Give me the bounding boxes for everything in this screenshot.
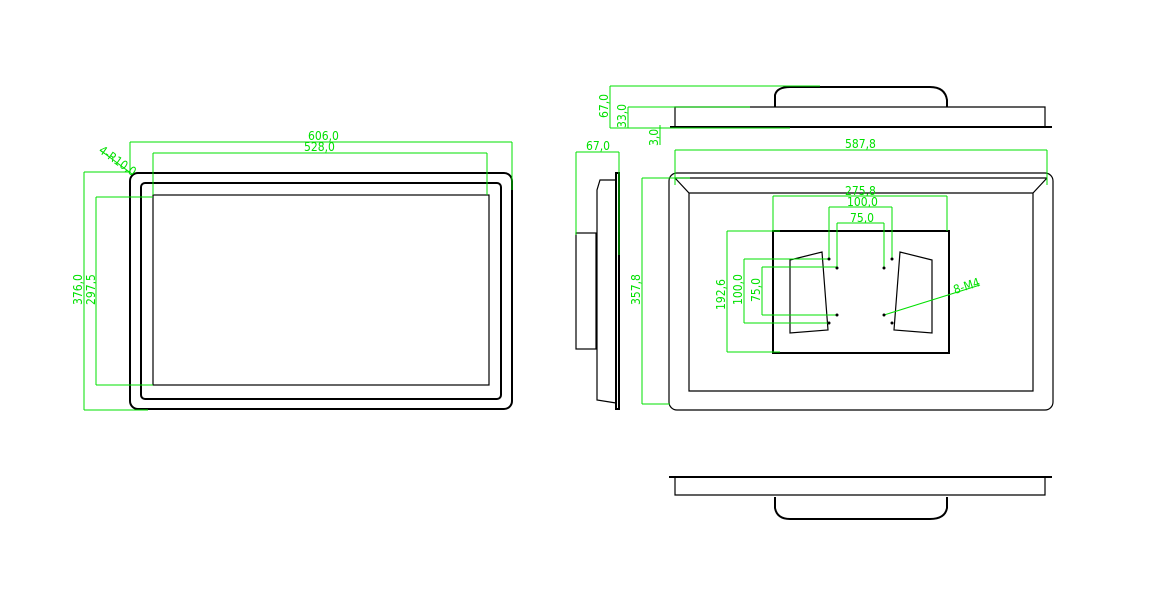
rear-height-label: 357,8 <box>629 274 643 305</box>
screws-label: 8-M4 <box>952 275 982 297</box>
side-view: 67,0 <box>575 139 620 410</box>
front-view: 606,0 528,0 4-R10,0 376,0 297,5 <box>71 129 513 411</box>
front-height-label: 376,0 <box>71 274 85 305</box>
bracket-width-label: 275,8 <box>845 184 876 198</box>
rear-width-label: 587,8 <box>845 137 876 151</box>
top-depth-bracket-label: 33,0 <box>615 104 629 128</box>
vesa-75-h-label: 75,0 <box>850 211 874 225</box>
bracket-height-label: 192,6 <box>714 279 728 310</box>
screen-width-label: 528,0 <box>304 140 335 154</box>
vesa-75-v-label: 75,0 <box>749 278 763 302</box>
screen-height-label: 297,5 <box>84 274 98 305</box>
bottom-view <box>669 476 1052 520</box>
bezel-label: 3,0 <box>647 129 661 146</box>
vesa-100-v-label: 100,0 <box>731 274 745 305</box>
corner-radius-label: 4-R10,0 <box>96 143 139 179</box>
front-width-label: 606,0 <box>308 129 339 143</box>
top-view: 67,0 33,0 3,0 <box>597 85 1052 146</box>
side-depth-label: 67,0 <box>586 139 610 153</box>
vesa-100-h-label: 100,0 <box>847 195 878 209</box>
top-depth-total-label: 67,0 <box>597 94 611 118</box>
rear-view: 587,8 357,8 275,8 100,0 75,0 192,6 100,0… <box>629 137 1054 411</box>
